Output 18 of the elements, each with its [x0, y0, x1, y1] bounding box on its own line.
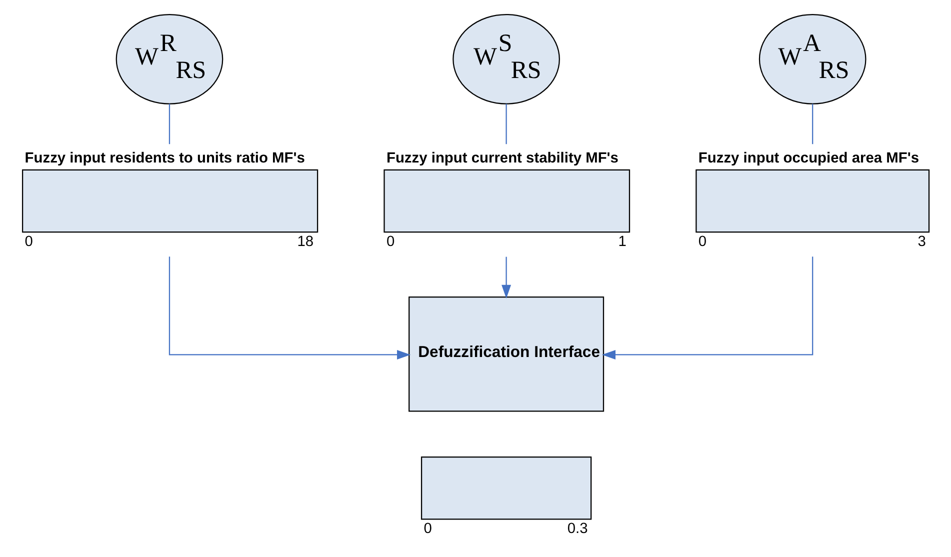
node-label: 3: [918, 234, 926, 250]
arrow: [602, 256, 814, 359]
node-label: 0: [24, 234, 33, 250]
node-label: 0: [386, 234, 395, 250]
node-label: 0: [698, 234, 707, 250]
node-label: 1: [618, 234, 626, 250]
node-label: Fuzzy input current stability MF's: [386, 150, 618, 166]
connector: [506, 103, 507, 144]
node-box: Defuzzification Interface: [408, 296, 604, 412]
arrow: [168, 256, 411, 359]
node-label: 0: [424, 520, 432, 537]
node-label: 18: [297, 234, 314, 250]
connector: [812, 103, 814, 144]
node-label: Fuzzy input residents to units ratio MF's: [24, 150, 305, 166]
node-label: 0.3: [567, 520, 588, 537]
arrow: [502, 256, 512, 298]
connector: [168, 103, 170, 144]
node-label: Fuzzy input occupied area MF's: [698, 150, 920, 166]
